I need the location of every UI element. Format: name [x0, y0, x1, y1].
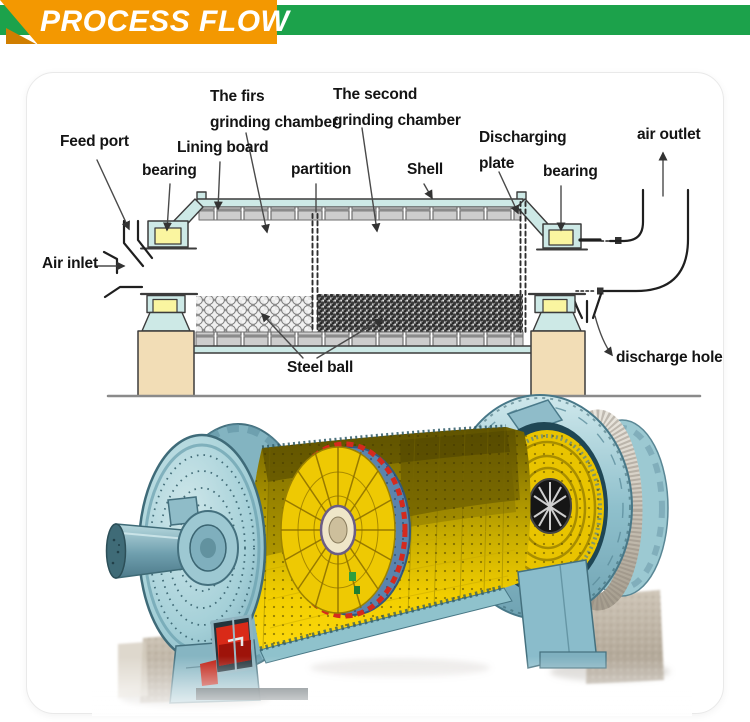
leader-bearing-left: [162, 183, 172, 232]
mill-schematic: [95, 127, 702, 398]
label-bearing-right: bearing: [543, 163, 598, 180]
label-first-chamber-line2: grinding chamber: [210, 114, 338, 131]
label-partition: partition: [291, 161, 352, 178]
bottom-fade: [92, 656, 692, 716]
label-discharging-line2: plate: [479, 155, 515, 172]
label-discharging-line1: Discharging: [479, 129, 567, 146]
header-ribbon: [0, 0, 277, 44]
label-air-inlet: Air inlet: [42, 255, 98, 272]
page-title: PROCESS FLOW: [40, 5, 290, 38]
internal-plates: [311, 201, 527, 335]
ball-mill-3d: [92, 394, 692, 716]
top-cut-edge: [261, 424, 507, 449]
air-piping: [570, 188, 690, 324]
feed-end: [105, 433, 267, 663]
shell-top: [167, 191, 560, 245]
shell-bottom: [184, 294, 539, 362]
feed-chute: [102, 219, 154, 299]
leader-discharge-hole: [594, 315, 613, 357]
steel-balls-fine: [317, 294, 523, 332]
discharge-funnel-right: [591, 292, 603, 320]
leader-discharging-plate: [498, 171, 519, 215]
bearing-left-top: [140, 220, 197, 250]
label-second-chamber: The second grinding chamber: [333, 82, 461, 134]
green-detail: [349, 572, 356, 581]
label-second-chamber-line2: grinding chamber: [333, 112, 461, 129]
leader-lining-board: [213, 161, 223, 211]
pedestal-left: [137, 330, 195, 397]
label-discharging-plate: Discharging plate: [479, 125, 567, 177]
lining-top: [198, 206, 522, 221]
steel-balls-coarse: [196, 296, 313, 332]
bearing-right-top: [536, 223, 588, 251]
label-first-chamber-line1: The firs: [210, 88, 265, 105]
bottom-shell-band: [259, 587, 513, 664]
label-bearing-left: bearing: [142, 162, 197, 179]
shaft-end-face: [105, 523, 127, 579]
label-discharge-hole: discharge hole: [616, 349, 723, 366]
leader-first-chamber: [245, 132, 270, 234]
interior-ribs: [262, 427, 506, 649]
pedestal-right: [530, 330, 586, 397]
shell-plate-bottom: [189, 345, 535, 354]
leader-steel-ball-right: [316, 318, 384, 359]
leader-second-chamber: [361, 127, 381, 233]
partition-disc: [280, 441, 411, 619]
leader-steel-ball-left: [260, 312, 304, 359]
label-feed-port: Feed port: [60, 133, 129, 150]
label-air-outlet: air outlet: [637, 126, 701, 143]
leader-shell: [423, 183, 433, 200]
lining-bottom: [195, 331, 524, 347]
label-first-chamber: The firs grinding chamber: [210, 84, 338, 136]
outlet-pipe-outer-wall: [602, 188, 690, 293]
outlet-pipe-inner-wall: [608, 188, 645, 243]
label-second-chamber-line1: The second: [333, 86, 418, 103]
shell-plate-top: [196, 198, 524, 208]
leader-lines: [95, 127, 668, 359]
top-lug: [506, 399, 564, 435]
label-shell: Shell: [407, 161, 444, 178]
bearing-right-bottom: [527, 292, 587, 397]
bearing-left-bottom: [137, 292, 199, 397]
leader-feed-port: [96, 159, 130, 231]
label-lining-board: Lining board: [177, 139, 269, 156]
label-steel-ball: Steel ball: [287, 359, 354, 376]
